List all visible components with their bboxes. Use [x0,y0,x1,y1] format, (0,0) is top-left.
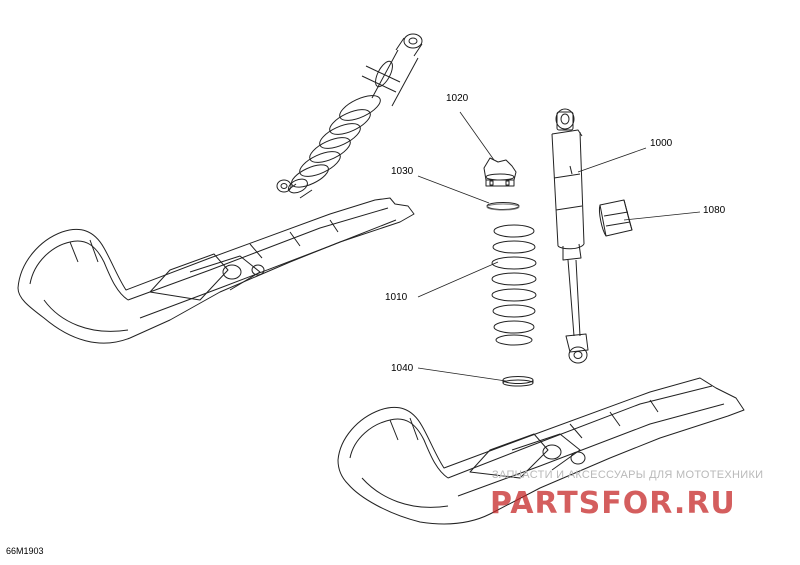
callout-1030: 1030 [391,166,414,177]
leader-1010 [417,261,499,298]
leader-1080 [623,211,701,221]
assembled-spring [291,95,381,188]
callout-1020: 1020 [446,93,469,104]
ski-upper-left [17,197,415,344]
part-1000-shock-absorber [551,108,589,364]
callout-1080: 1080 [703,205,726,216]
figure-id: 66M1903 [6,546,44,556]
leader-1040 [417,367,507,382]
watermark-logo: PARTSFOR.RU [490,486,736,521]
callout-labels: 1000 1010 1020 1030 1040 1080 [385,93,726,374]
leader-1000 [577,147,647,173]
ski-lower-right [337,377,745,525]
leader-1030 [417,175,490,204]
callout-1000: 1000 [650,138,673,149]
part-1040-spring-seat [502,376,534,387]
leader-1020 [459,111,495,161]
part-1080-sleeve [599,199,633,237]
leader-lines [417,111,701,382]
part-1030-washer [486,202,520,211]
callout-1010: 1010 [385,292,408,303]
shock-assembly [276,33,423,199]
svg-text:PARTSFOR.RU: PARTSFOR.RU [490,486,736,521]
watermark-tagline: ЗАПЧАСТИ И АКСЕССУАРЫ ДЛЯ МОТОТЕХНИКИ [492,469,764,481]
part-1010-spring [491,224,537,346]
callout-1040: 1040 [391,363,414,374]
part-1020-spring-cup [483,157,517,187]
